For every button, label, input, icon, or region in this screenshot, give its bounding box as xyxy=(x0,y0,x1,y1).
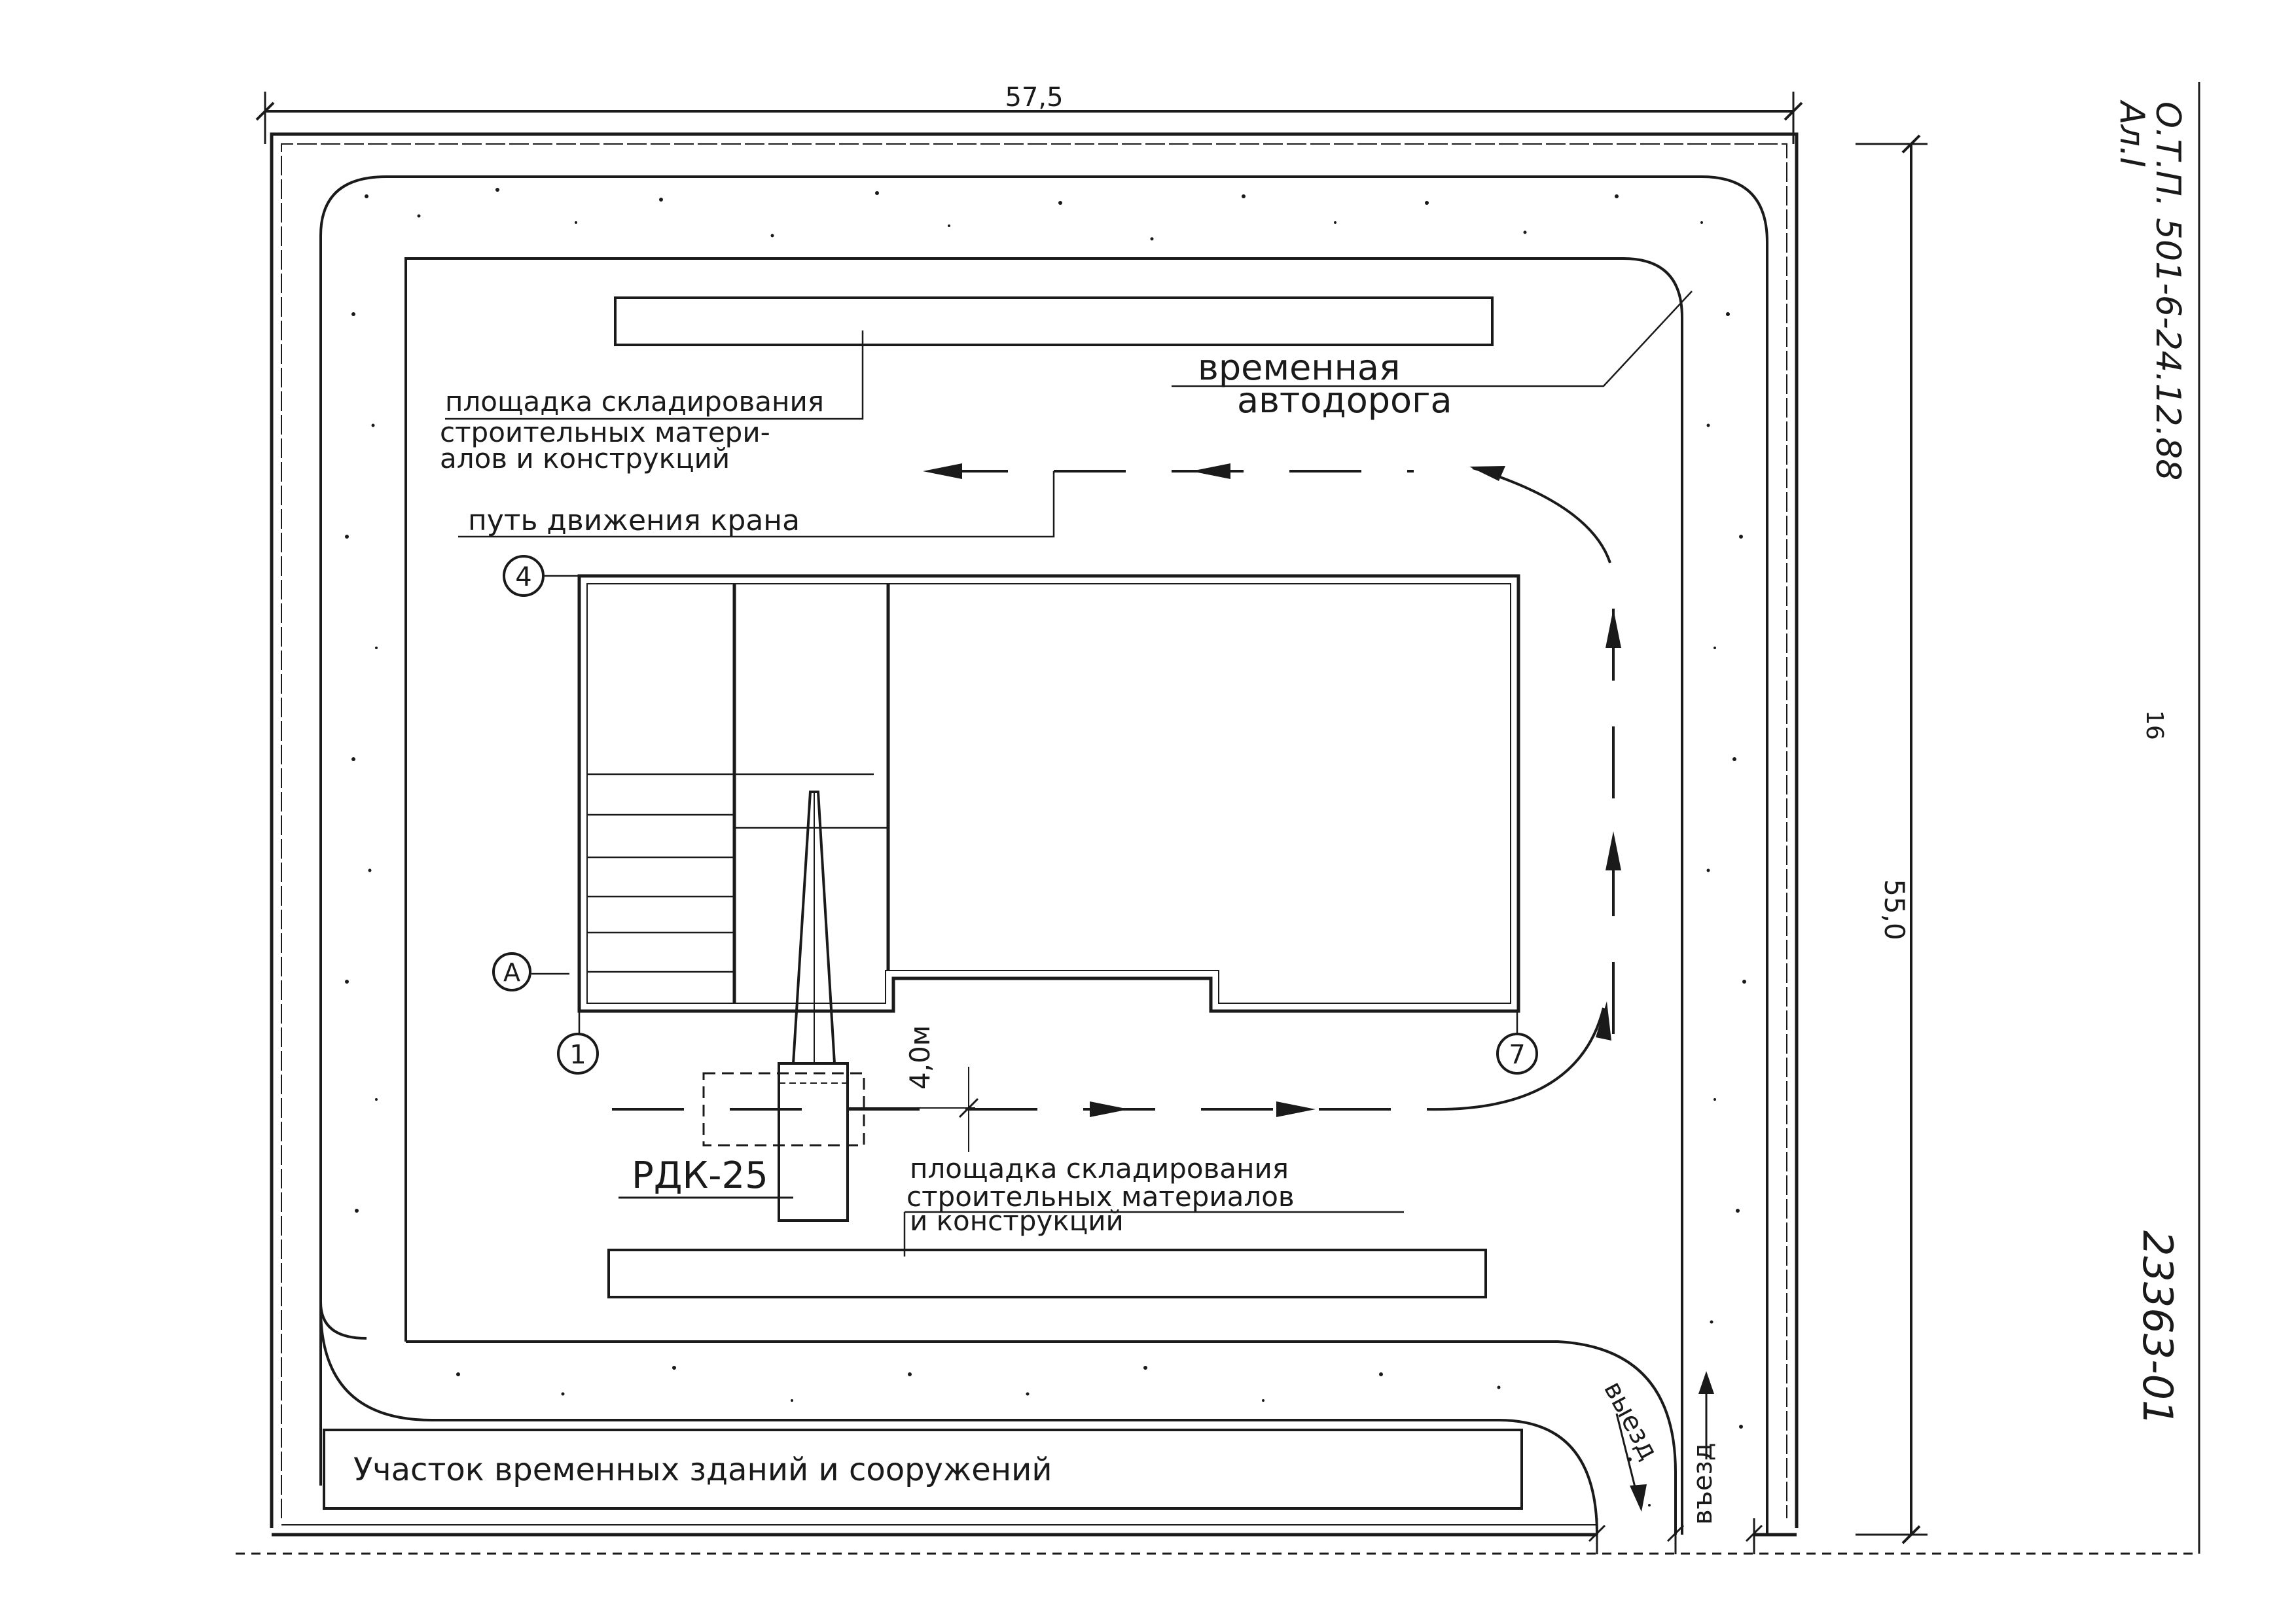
storage-top-label-1: площадка складирования xyxy=(445,385,824,418)
building-plan xyxy=(577,574,1520,1013)
temp-buildings-area xyxy=(323,1429,1523,1510)
storage-top-label-3: алов и конструкций xyxy=(440,442,730,474)
crane-path-arrow-right-b xyxy=(1276,1101,1316,1117)
crane-reach-label: 4,0м xyxy=(904,1026,936,1090)
crane-path-arrow-left-b xyxy=(1191,463,1230,479)
crane-rdk-25 xyxy=(702,791,979,1222)
crane-model-label: РДК-25 xyxy=(632,1154,768,1197)
grid-axis-a: А xyxy=(492,952,569,991)
temp-road-label-1: временная xyxy=(1198,347,1400,388)
grid-axis-4: 4 xyxy=(503,555,579,597)
grid-axis-7-label: 7 xyxy=(1509,1040,1525,1070)
crane-counterweight-outline xyxy=(702,1072,865,1147)
grid-axis-a-label: А xyxy=(503,958,520,987)
entry-arrow-head xyxy=(1698,1371,1714,1394)
crane-path-arrow-up-b xyxy=(1605,831,1621,870)
entry-label: въезд xyxy=(1688,1443,1718,1525)
page-number: 16 xyxy=(2141,710,2168,740)
gate-ticks xyxy=(1588,1518,1763,1554)
exit-arrow-head xyxy=(1630,1484,1647,1512)
storage-area-bottom xyxy=(607,1249,1487,1298)
crane-path-arrow-left-a xyxy=(923,463,962,479)
album-label: Ал.I xyxy=(2112,99,2151,168)
grid-axis-7: 7 xyxy=(1496,1011,1538,1075)
height-dimension-label: 55,0 xyxy=(1878,879,1910,940)
storage-top-leader xyxy=(445,330,864,420)
sheet-code: О.Т.П. 501-6-24.12.88 xyxy=(2148,101,2187,480)
crane-path-label: путь движения крана xyxy=(468,504,800,537)
height-dimension: 55,0 xyxy=(1856,134,1928,1544)
grid-axis-1: 1 xyxy=(557,1011,599,1075)
site-boundary xyxy=(270,132,1799,1537)
crane-path-arrow-curve-bottom xyxy=(1596,1001,1611,1041)
storage-bottom-label-1: площадка складирования xyxy=(910,1152,1289,1185)
storage-area-top xyxy=(614,296,1494,346)
temp-buildings-label: Участок временных зданий и сооружений xyxy=(353,1452,1052,1488)
road-texture xyxy=(345,188,1746,1507)
temporary-road xyxy=(319,175,1768,1535)
grid-axis-1-label: 1 xyxy=(569,1040,586,1070)
crane-path-arrow-up-a xyxy=(1605,609,1621,648)
archive-number: 23363-01 xyxy=(2134,1230,2181,1426)
storage-bottom-label-3: и конструкций xyxy=(910,1205,1124,1237)
temp-road-label-2: автодорога xyxy=(1237,380,1452,421)
width-dimension-label: 57,5 xyxy=(1005,82,1063,113)
grid-axis-4-label: 4 xyxy=(515,562,531,592)
storage-bottom-label-2: строительных материалов xyxy=(906,1181,1295,1213)
crane-path xyxy=(458,463,1621,1117)
crane-base xyxy=(778,1062,849,1222)
crane-path-arrow-curve-top xyxy=(1469,466,1505,481)
storage-top-label-2: строительных матери- xyxy=(440,416,770,448)
crane-path-arrow-right-a xyxy=(1090,1101,1129,1117)
